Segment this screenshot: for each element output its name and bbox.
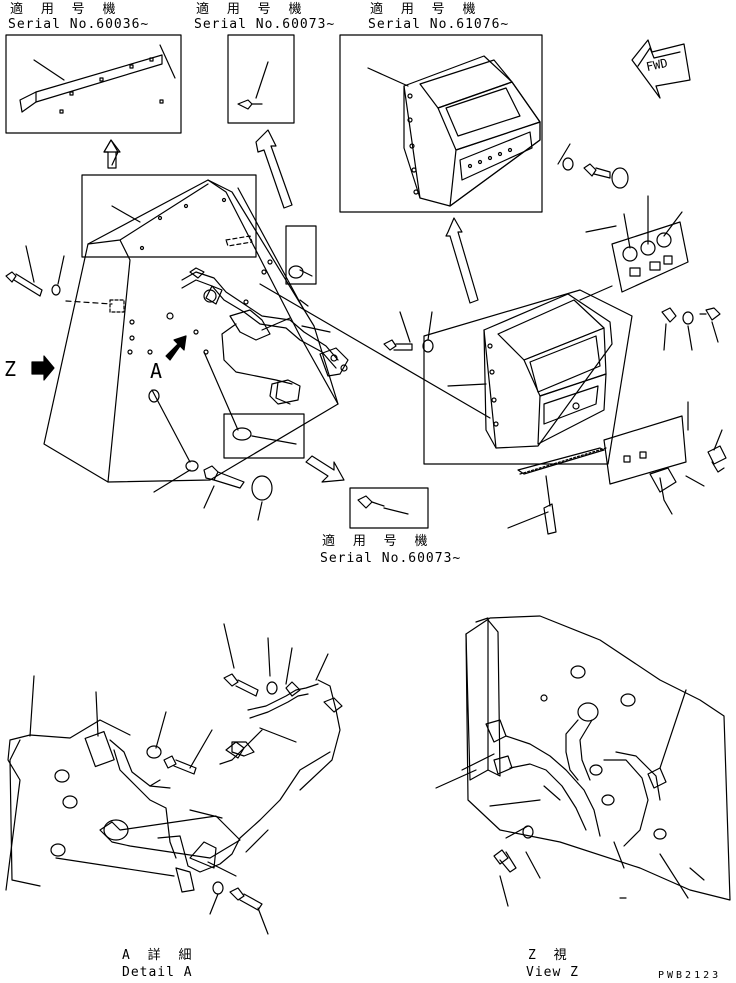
view-z-label: View Z (526, 965, 579, 980)
inset-serial-60073-mid (349, 487, 429, 529)
detail-a-marker: A (150, 359, 163, 383)
meter-cluster (259, 283, 633, 535)
detail-a-drawing (5, 623, 343, 935)
hardware-right-mid (661, 307, 721, 351)
serial-61076-label: Serial No.61076~ (368, 17, 510, 32)
callout-arrow-4 (305, 455, 345, 483)
serial-60073-mid-label: Serial No.60073~ (320, 551, 462, 566)
key-switch-plate (603, 401, 727, 515)
serial-61076-jp-label: 適 用 号 機 (370, 2, 481, 17)
callout-arrow-2 (255, 129, 293, 209)
fwd-arrow (631, 39, 691, 99)
inset-serial-60036 (5, 34, 182, 134)
detail-a-jp-label: A 詳 細 (122, 948, 197, 963)
serial-60036-label: Serial No.60036~ (8, 17, 150, 32)
view-z-marker: Z (4, 357, 17, 381)
serial-60073-top-jp-label: 適 用 号 機 (196, 2, 307, 17)
view-z-drawing (435, 615, 731, 907)
serial-60073-mid-jp-label: 適 用 号 機 (322, 534, 433, 549)
inset-serial-61076 (339, 34, 543, 213)
hardware-top-right (557, 143, 629, 189)
detail-a-arrow (165, 335, 187, 361)
view-z-jp-label: Z 視 (528, 948, 572, 963)
serial-60073-top-label: Serial No.60073~ (194, 17, 336, 32)
main-dash-panel (43, 174, 349, 483)
bolt-left (5, 245, 65, 297)
callout-arrow-3 (445, 217, 479, 304)
inset-cap-lower (203, 351, 305, 459)
inset-cap-top (285, 225, 317, 285)
hardware-below-panel (148, 389, 273, 521)
detail-a-label: Detail A (122, 965, 193, 980)
serial-60036-jp-label: 適 用 号 機 (10, 2, 121, 17)
inset-serial-60073-top (227, 34, 295, 124)
view-z-arrow (31, 355, 55, 381)
drawing-code: PWB2123 (658, 970, 722, 981)
bolt-cluster-left (383, 311, 434, 353)
switch-plate (579, 195, 689, 301)
